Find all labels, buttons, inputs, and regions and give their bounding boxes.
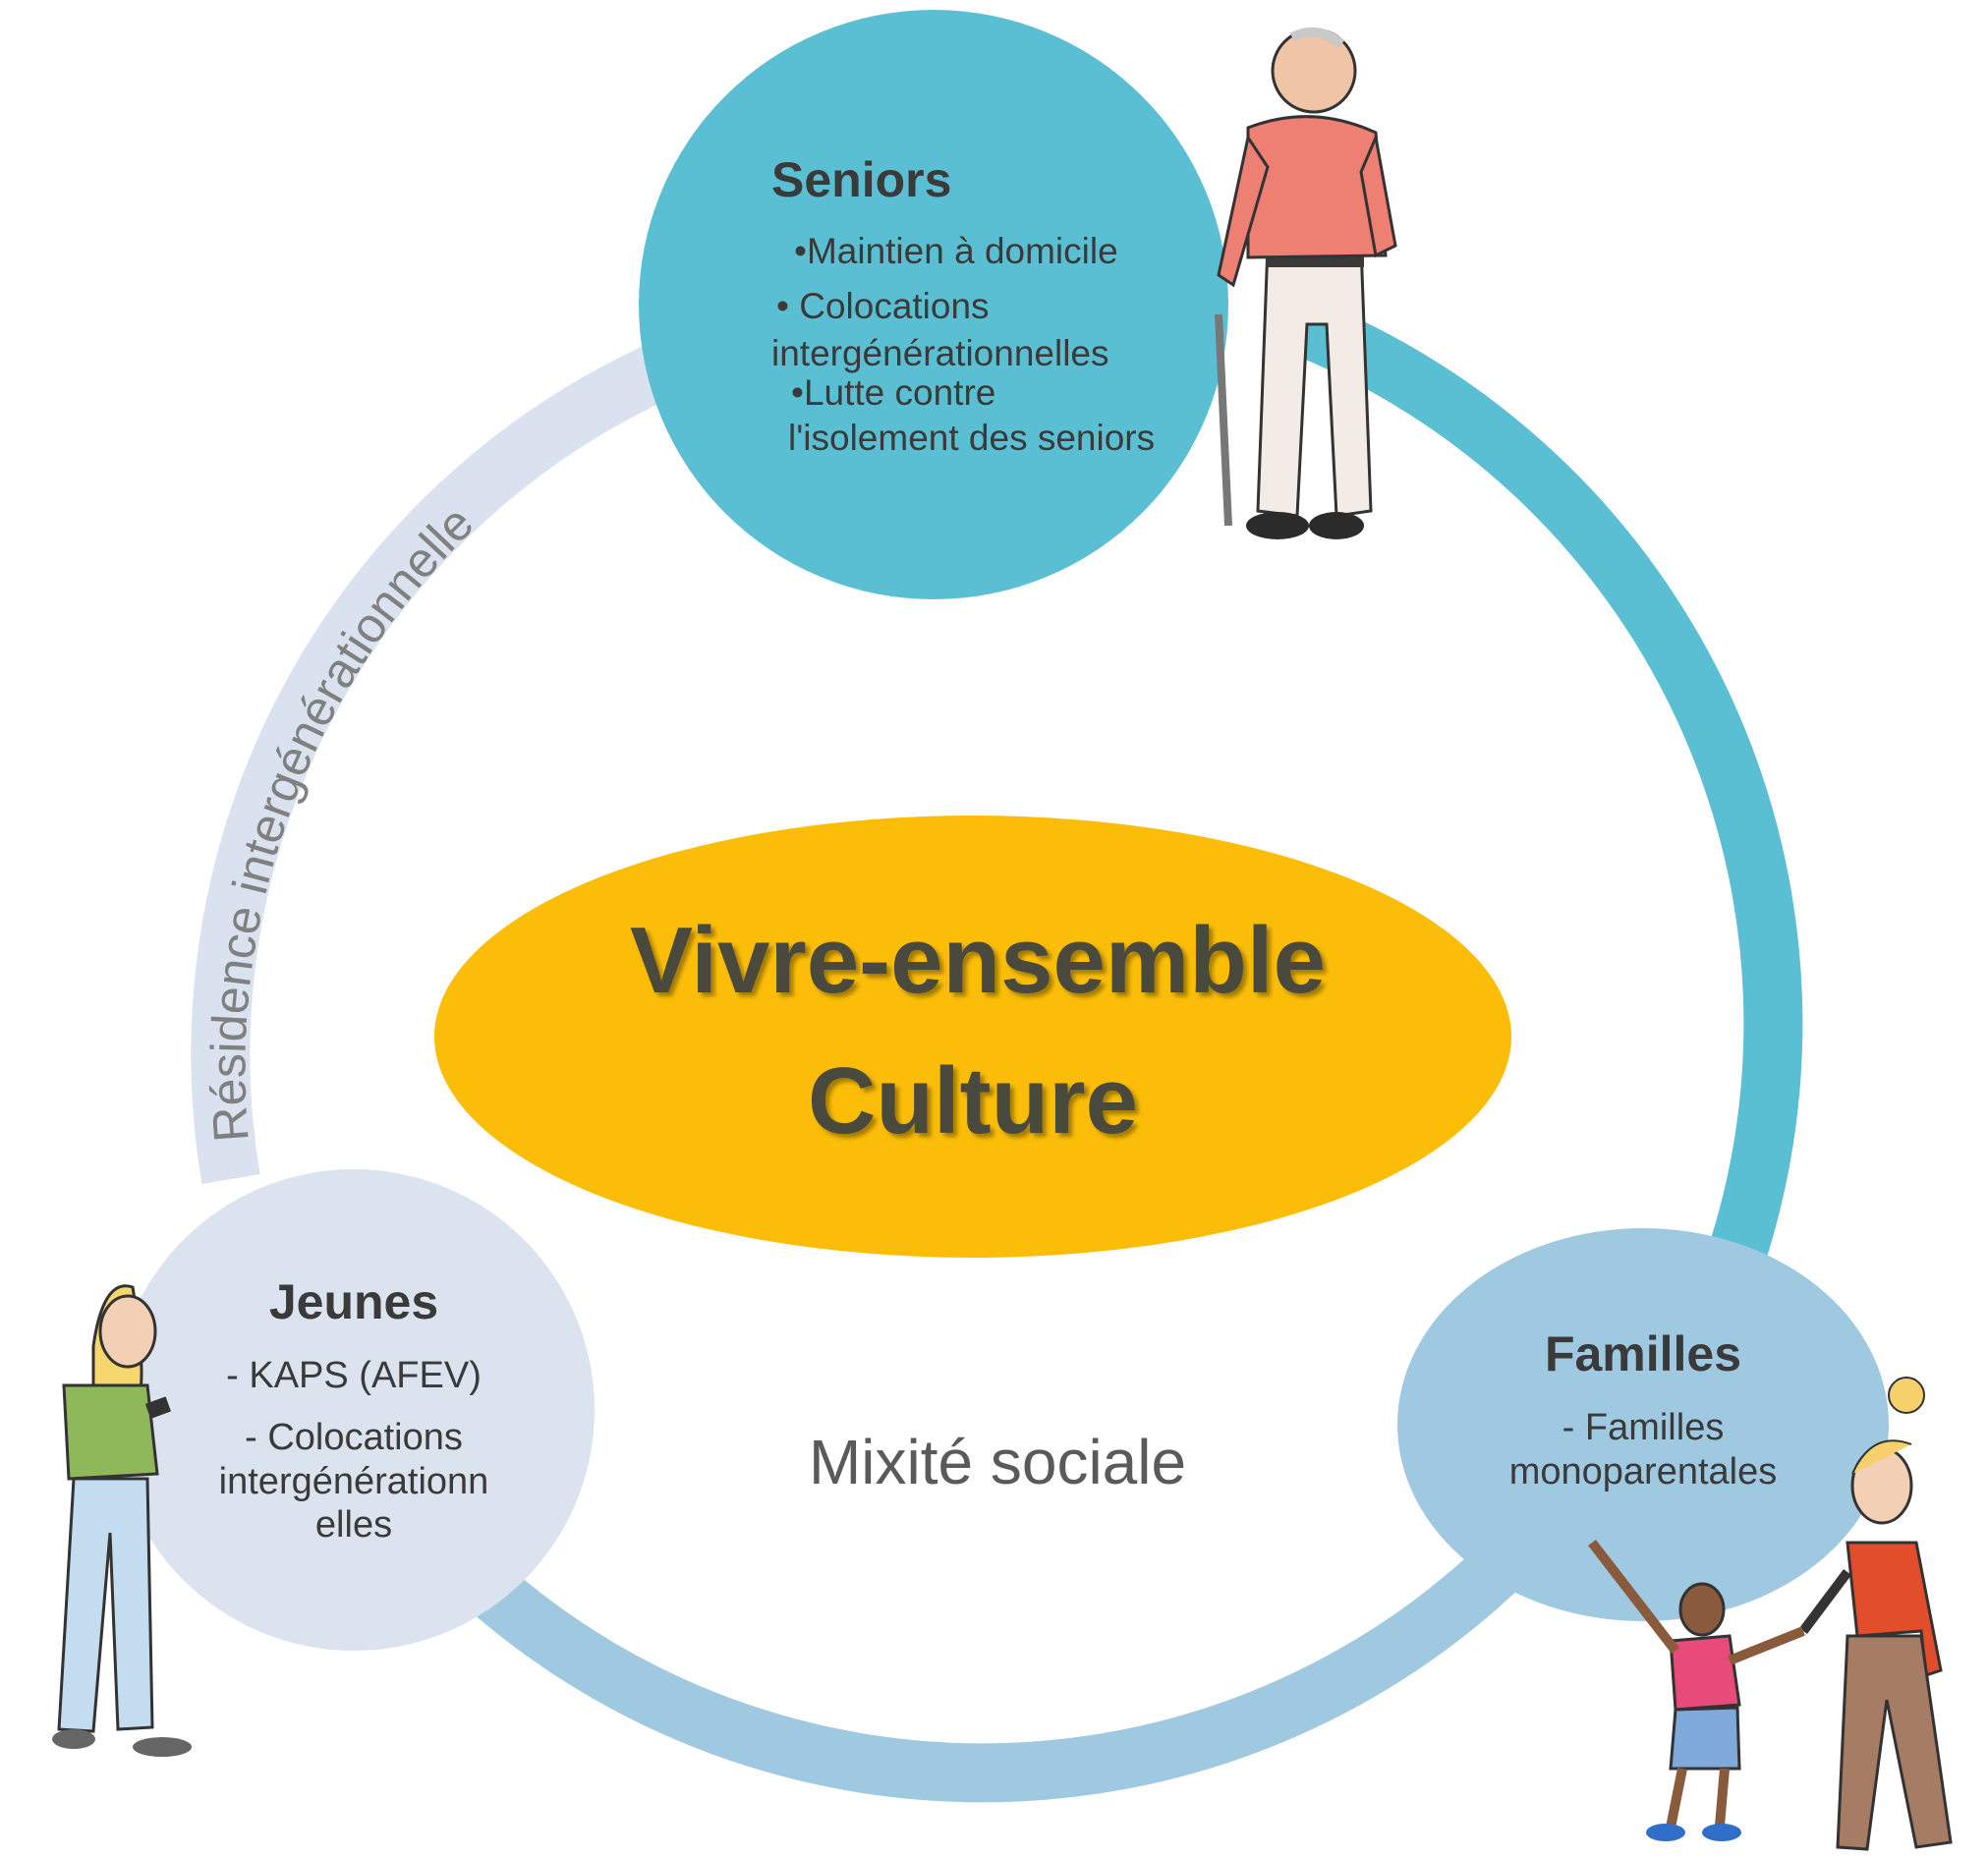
- ring-segment-jeunes-seniors: [191, 331, 700, 1184]
- jeunes-title: Jeunes: [269, 1274, 438, 1329]
- seniors-item: •Lutte contre: [791, 372, 995, 413]
- center-node: Vivre-ensemble Culture: [434, 816, 1511, 1258]
- young-woman-with-phone-illustration: [52, 1284, 192, 1757]
- jeunes-node: Jeunes - KAPS (AFEV) - Colocations inter…: [113, 1169, 595, 1651]
- familles-item: monoparentales: [1509, 1451, 1778, 1492]
- center-title-line1: Vivre-ensemble: [630, 908, 1326, 1013]
- seniors-item: intergénérationnelles: [771, 333, 1109, 373]
- seniors-node: Seniors •Maintien à domicile • Colocatio…: [639, 10, 1228, 599]
- seniors-item: • Colocations: [776, 286, 990, 326]
- mother-and-child-illustration: [1588, 1377, 1953, 1851]
- jeunes-item: - Colocations: [245, 1417, 463, 1458]
- jeunes-item: intergénérationn: [219, 1461, 489, 1502]
- jeunes-item: - KAPS (AFEV): [226, 1355, 482, 1396]
- center-ellipse: [434, 816, 1511, 1258]
- seniors-item: •Maintien à domicile: [794, 231, 1118, 271]
- seniors-item: l'isolement des seniors: [788, 418, 1155, 458]
- ring: [191, 297, 1803, 1803]
- familles-node: Familles - Familles monoparentales: [1397, 1228, 1889, 1621]
- center-title-line2: Culture: [808, 1048, 1138, 1154]
- mixite-sociale-label: Mixité sociale: [809, 1427, 1186, 1497]
- ring-segment-seniors-familles: [1285, 297, 1803, 1349]
- familles-title: Familles: [1545, 1326, 1741, 1381]
- old-man-with-cane-illustration: [1215, 27, 1397, 539]
- seniors-circle: [639, 10, 1228, 599]
- ring-segment-familles-jeunes: [462, 1512, 1555, 1803]
- jeunes-circle: [113, 1169, 595, 1651]
- seniors-title: Seniors: [771, 152, 951, 207]
- jeunes-item: elles: [315, 1504, 392, 1546]
- familles-circle: [1397, 1228, 1889, 1621]
- familles-item: - Familles: [1562, 1407, 1725, 1448]
